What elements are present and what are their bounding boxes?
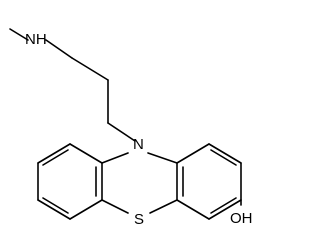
hydroxyl-label: OH — [230, 210, 253, 227]
bond-methyl-nh — [9, 28, 29, 41]
bond-left-ring-double-3 — [42, 149, 69, 166]
bond-n-right-ring — [147, 152, 178, 164]
background — [0, 0, 264, 252]
bond-left-ring-s — [101, 199, 129, 214]
bond-left-ring-2 — [69, 199, 103, 220]
molecule-canvas: NH N S OH — [0, 0, 264, 252]
bond-right-ring-1 — [176, 143, 210, 164]
bond-n-left-ring — [101, 152, 129, 164]
bond-right-ring-4 — [208, 199, 242, 220]
amine-label: NH — [25, 31, 47, 48]
bond-left-ring-5 — [37, 143, 71, 164]
bond-chain-1 — [71, 57, 109, 81]
bond-right-ring-double-2 — [210, 197, 237, 214]
bond-right-ring-double-1 — [210, 149, 237, 166]
bond-right-ring-2 — [208, 143, 242, 164]
ring-nitrogen-label: N — [133, 136, 144, 153]
bond-left-ring-6 — [69, 143, 103, 164]
bond-left-ring-double-2 — [42, 197, 69, 214]
molecule-structure: NH N S OH — [0, 0, 264, 252]
bond-right-ring-5 — [176, 199, 210, 220]
bond-chain-n — [107, 122, 136, 142]
sulfur-label: S — [134, 211, 144, 228]
bond-right-ring-s — [149, 199, 178, 214]
bond-nh-ch2 — [45, 39, 73, 59]
bond-left-ring-3 — [37, 199, 71, 220]
